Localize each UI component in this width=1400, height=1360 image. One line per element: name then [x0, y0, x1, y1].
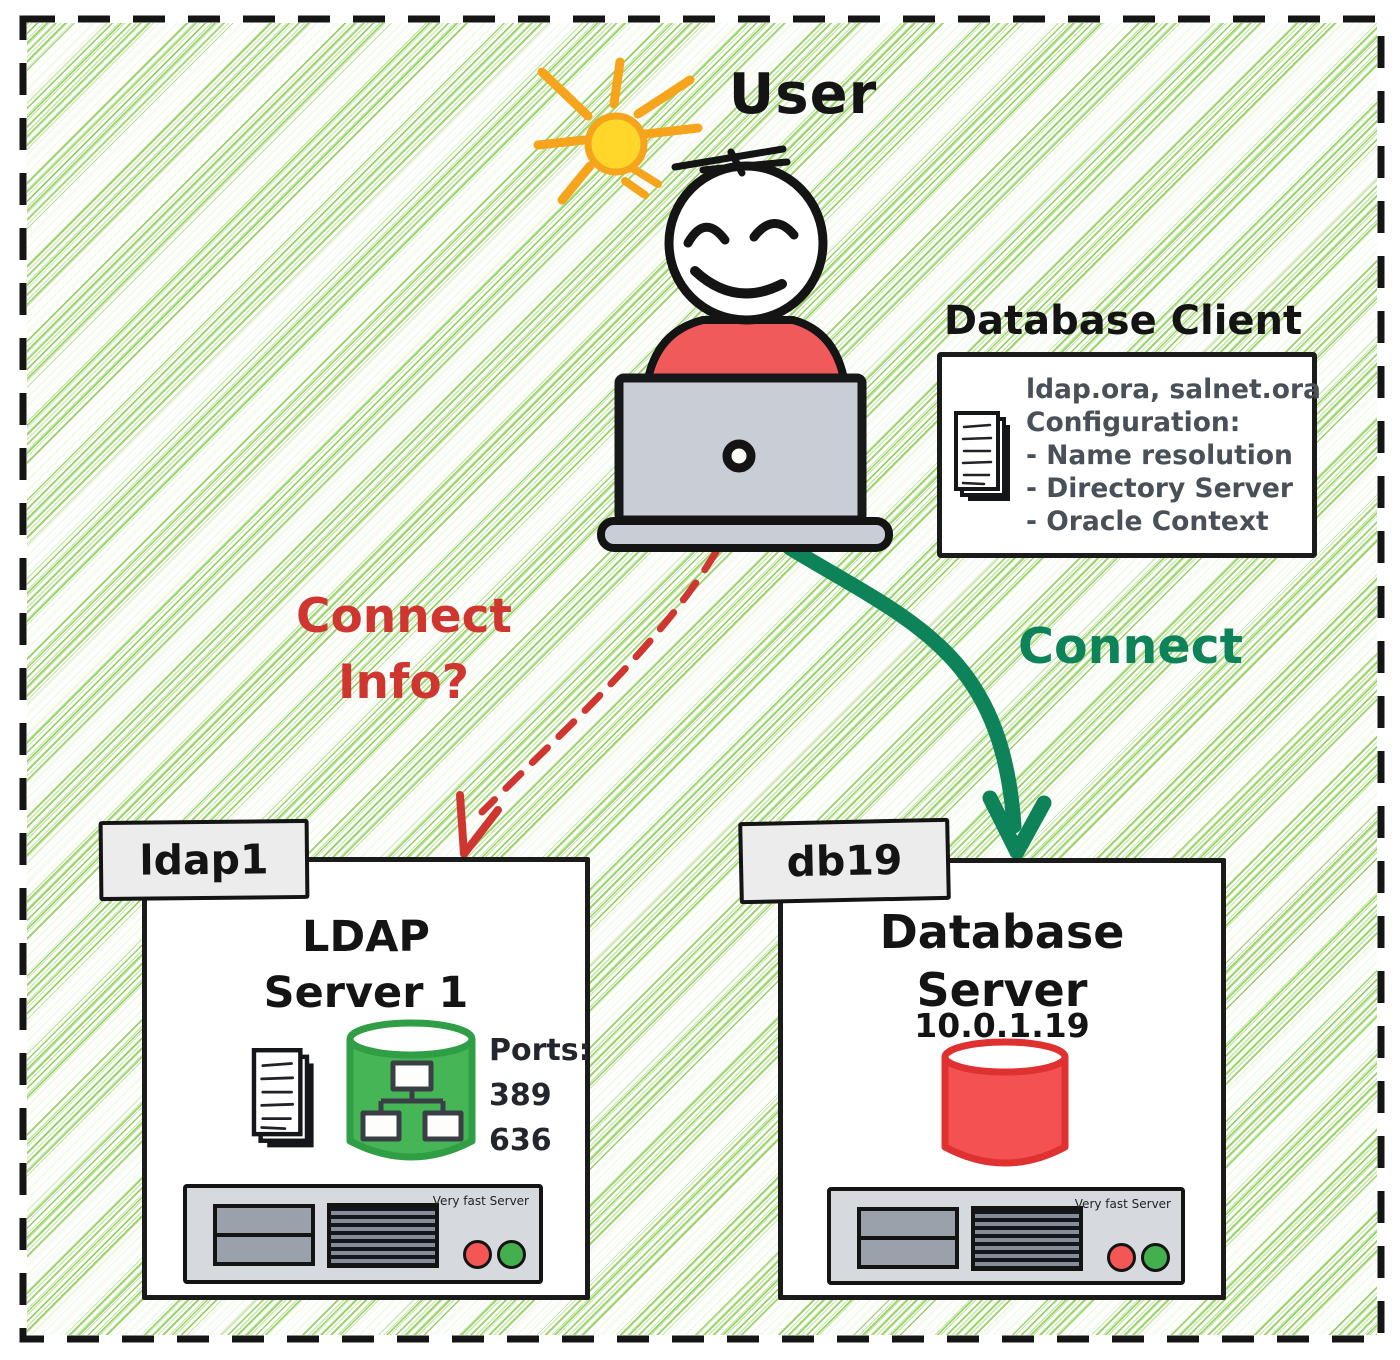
client-note-line: - Name resolution [1026, 440, 1293, 471]
red-led [463, 1240, 492, 1269]
db-server-chassis: Very fast Server [827, 1187, 1185, 1285]
port-value: 389 [489, 1078, 552, 1113]
drive-bay [213, 1233, 315, 1266]
documents-icon [251, 1048, 314, 1148]
red-led [1107, 1243, 1136, 1272]
green-led [497, 1240, 526, 1269]
chassis-label: Very fast Server [432, 1194, 529, 1208]
chassis-label: Very fast Server [1074, 1197, 1171, 1211]
client-note-line: Configuration: [1026, 407, 1241, 438]
ldap-server-title: LDAP [302, 912, 430, 962]
connect-info-label: Connect Info? [296, 589, 512, 710]
documents-icon [954, 411, 1010, 501]
user-avatar [597, 145, 893, 552]
client-note-line: - Directory Server [1026, 473, 1293, 504]
client-note-title: Database Client [943, 298, 1303, 344]
port-value: 636 [489, 1123, 552, 1158]
ldap-server-subtitle: Server 1 [263, 968, 469, 1018]
drive-bay [857, 1236, 959, 1269]
ldap-server-tag: ldap1 [98, 818, 310, 902]
client-note-line: - Oracle Context [1026, 506, 1269, 537]
laptop-logo [722, 439, 756, 473]
green-led [1141, 1243, 1170, 1272]
connect-label: Connect [1018, 618, 1244, 675]
db-server-box: Database Server 10.0.1.19 Very fast Serv… [778, 858, 1226, 1300]
ldap-ports: Ports: 389 636 [489, 1028, 591, 1163]
vent-grille [327, 1203, 439, 1268]
ldap-server-box: LDAP Server 1 Ports: 389 636 [142, 857, 591, 1300]
laptop-base [597, 517, 893, 552]
ldap-tree-cylinder-icon [346, 1019, 476, 1161]
drive-bays [213, 1204, 315, 1266]
vent-grille [971, 1206, 1083, 1271]
ldap-server-chassis: Very fast Server [183, 1184, 543, 1284]
client-note-line: ldap.ora, salnet.ora [1026, 374, 1321, 405]
db-server-tag: db19 [738, 817, 951, 905]
drive-bays [857, 1207, 959, 1269]
database-cylinder-icon [941, 1038, 1069, 1167]
ports-label: Ports: [489, 1033, 591, 1068]
user-label: User [728, 62, 878, 127]
client-note-box: ldap.ora, salnet.ora Configuration: - Na… [937, 352, 1321, 558]
db-server-title: Database [879, 905, 1125, 959]
